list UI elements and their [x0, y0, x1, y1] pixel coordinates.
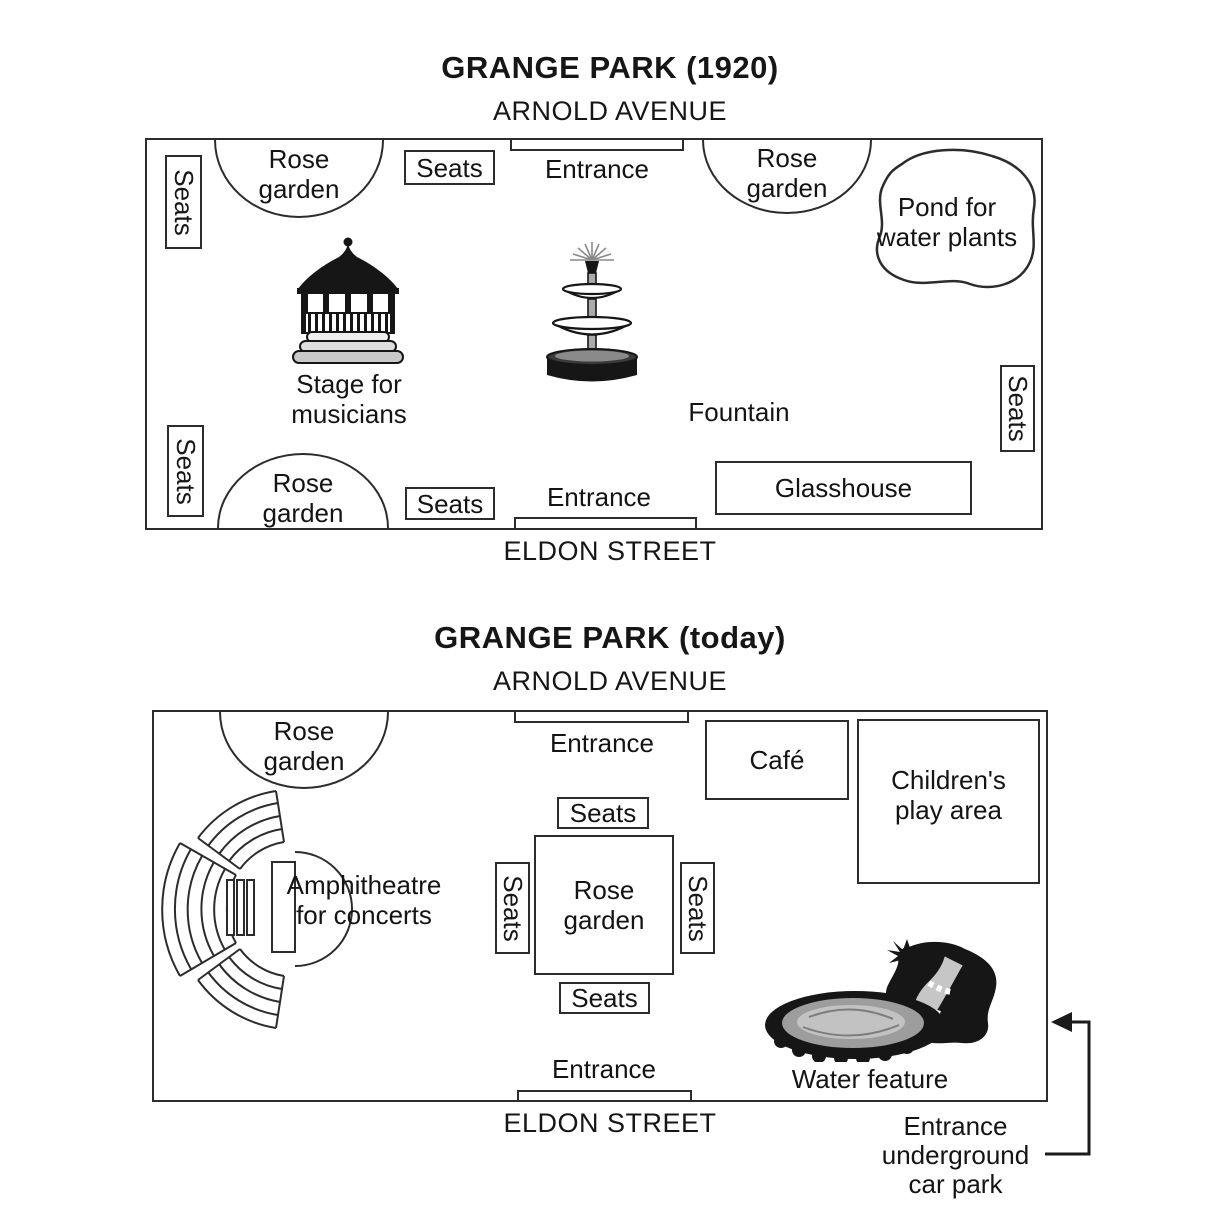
map-today-street-eldon-street: ELDON STREET: [503, 1108, 717, 1138]
seats-area: Seats: [167, 425, 204, 517]
water-feature-illustration: [765, 939, 997, 1062]
entrance-label: Entrance: [549, 728, 655, 758]
fountain-illustration: [546, 242, 638, 382]
pond-outline: [875, 148, 1036, 289]
entrance-gate: [510, 138, 684, 151]
map-today-street-arnold-avenue: ARNOLD AVENUE: [492, 666, 728, 696]
seats-area: Seats: [1000, 365, 1035, 452]
rose-garden-area: Rose garden: [534, 835, 674, 975]
car-park-arrow: [1045, 1012, 1091, 1156]
rose-garden-label: Rose garden: [258, 144, 340, 204]
amphitheatre-label: Amphitheatre for concerts: [286, 870, 442, 930]
pond-label: Pond for water plants: [876, 192, 1018, 252]
seats-label: Seats: [171, 437, 201, 505]
seats-area: Seats: [559, 982, 650, 1014]
map-1920-title: GRANGE PARK (1920): [441, 50, 779, 85]
rose-garden-label: Rose garden: [746, 143, 828, 203]
park-boundary-today: Rose garden Entrance Café Children's pla…: [152, 710, 1048, 1102]
amphitheatre-illustration: [161, 790, 353, 1029]
seats-area: Seats: [404, 150, 495, 185]
underground-car-park-label: Entrance underground car park: [881, 1111, 1030, 1199]
seats-label: Seats: [683, 874, 713, 942]
stage-label: Stage for musicians: [291, 369, 407, 429]
park-boundary-1920: Seats Rose garden Seats Entrance Rose ga…: [145, 138, 1043, 530]
map-today-title: GRANGE PARK (today): [434, 620, 786, 655]
map-1920-street-arnold-avenue: ARNOLD AVENUE: [492, 96, 728, 126]
water-feature-label: Water feature: [791, 1064, 949, 1094]
childrens-play-area-label: Children's play area: [891, 765, 1006, 825]
entrance-label: Entrance: [544, 154, 650, 184]
seats-label: Seats: [498, 874, 528, 942]
seats-area: Seats: [680, 862, 715, 954]
rose-garden-label: Rose garden: [262, 468, 344, 528]
fountain-label: Fountain: [688, 397, 790, 427]
seats-area: Seats: [557, 797, 649, 829]
seats-label: Seats: [169, 168, 199, 236]
entrance-label: Entrance: [546, 482, 652, 512]
seats-area: Seats: [165, 155, 202, 249]
seats-label: Seats: [1003, 375, 1033, 442]
glasshouse-area: Glasshouse: [715, 461, 972, 515]
entrance-gate: [514, 710, 689, 723]
entrance-gate: [517, 1090, 692, 1102]
bandstand-illustration: [292, 237, 404, 364]
seats-area: Seats: [405, 487, 495, 520]
rose-garden-label: Rose garden: [263, 716, 345, 776]
map-1920-street-eldon-street: ELDON STREET: [503, 536, 717, 566]
seats-area: Seats: [495, 862, 530, 954]
childrens-play-area: Children's play area: [857, 719, 1040, 884]
entrance-gate: [514, 517, 697, 530]
cafe-area: Café: [705, 720, 849, 800]
entrance-label: Entrance: [551, 1054, 657, 1084]
